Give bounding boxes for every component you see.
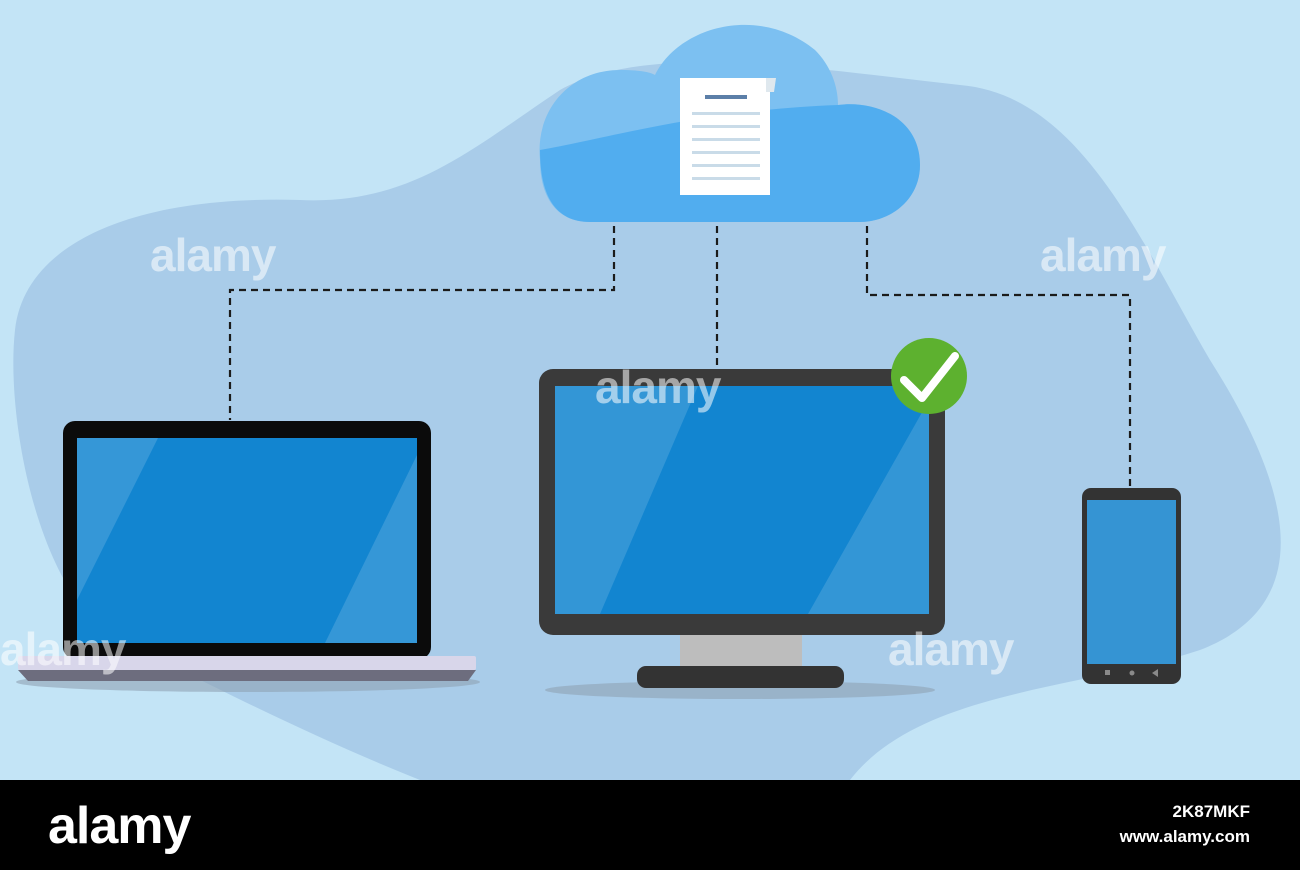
document-icon	[680, 78, 776, 195]
connector-laptop	[228, 226, 616, 420]
brand-logo: alamy	[48, 797, 191, 855]
phone-icon	[1082, 488, 1181, 684]
cloud-sync-illustration	[13, 24, 1281, 780]
laptop-icon	[16, 421, 480, 692]
connection-lines	[228, 226, 1132, 488]
footer-bar: alamy 2K87MKF www.alamy.com	[0, 780, 1300, 870]
checkmark-icon	[891, 338, 967, 414]
image-id: 2K87MKF	[1172, 802, 1250, 821]
site-url: www.alamy.com	[1119, 827, 1250, 846]
monitor-icon	[539, 369, 945, 699]
